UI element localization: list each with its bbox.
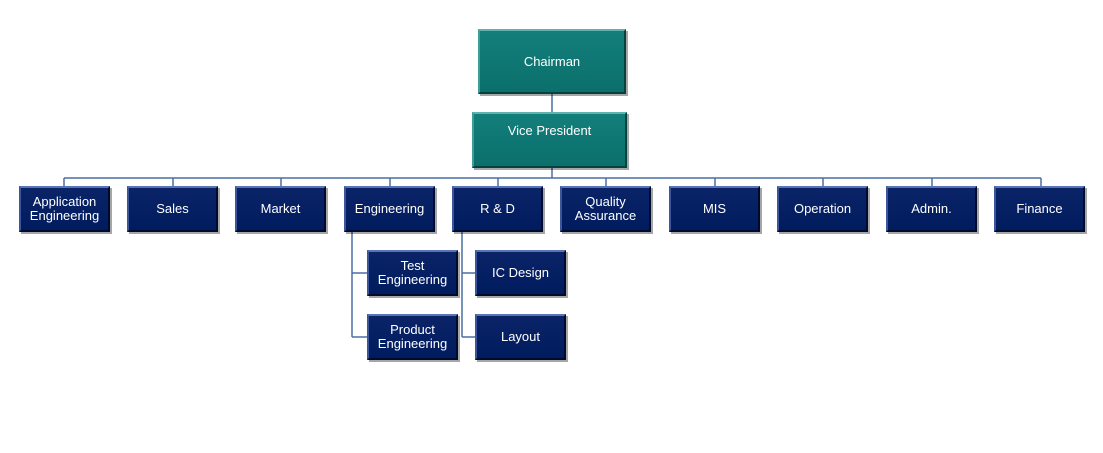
dept-label: R & D — [480, 201, 515, 216]
vice-president-box: Vice President — [472, 112, 627, 168]
dept-label: Operation — [793, 201, 852, 216]
sub-test-engineering: Test Engineering — [367, 250, 458, 296]
dept-label: Quality Assurance — [574, 194, 637, 223]
sub-product-engineering: Product Engineering — [367, 314, 458, 360]
sub-label: Test Engineering — [377, 258, 448, 287]
dept-operation: Operation — [777, 186, 868, 232]
sub-label: Layout — [500, 329, 541, 344]
dept-label: Market — [260, 201, 301, 216]
dept-admin: Admin. — [886, 186, 977, 232]
dept-sales: Sales — [127, 186, 218, 232]
dept-rd: R & D — [452, 186, 543, 232]
dept-engineering: Engineering — [344, 186, 435, 232]
dept-label: Admin. — [911, 201, 952, 216]
sub-layout: Layout — [475, 314, 566, 360]
sub-ic-design: IC Design — [475, 250, 566, 296]
dept-quality-assurance: Quality Assurance — [560, 186, 651, 232]
sub-label: IC Design — [491, 265, 550, 280]
dept-label: Finance — [1016, 201, 1063, 216]
sub-label: Product Engineering — [377, 322, 448, 351]
dept-market: Market — [235, 186, 326, 232]
chairman-box: Chairman — [478, 29, 626, 94]
dept-label: Application Engineering — [29, 194, 100, 223]
dept-finance: Finance — [994, 186, 1085, 232]
dept-application-engineering: Application Engineering — [19, 186, 110, 232]
vice-president-label: Vice President — [507, 123, 592, 138]
dept-label: Engineering — [354, 201, 425, 216]
dept-label: Sales — [156, 201, 189, 216]
chairman-label: Chairman — [523, 53, 581, 69]
dept-mis: MIS — [669, 186, 760, 232]
dept-label: MIS — [702, 201, 727, 216]
